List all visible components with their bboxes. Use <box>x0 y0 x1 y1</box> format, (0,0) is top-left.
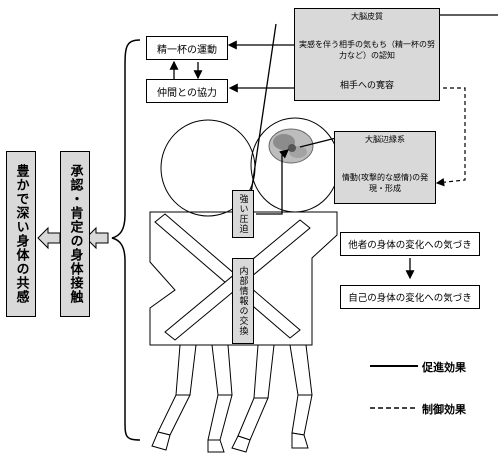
pressure-box: 強い圧迫 <box>232 190 254 238</box>
limbic-title: 大脳辺縁系 <box>365 135 405 144</box>
cortex-tolerance: 相手への寛容 <box>339 81 394 91</box>
exchange-box: 内部情報の交換 <box>232 258 254 344</box>
cortex-recognition: 実感を伴う相手の気もち（精一杯の努力など）の認知 <box>299 40 435 60</box>
self-awareness-box: 自己の身体の変化への気づき <box>340 285 480 309</box>
sympathy-panel: 豊かで深い身体の共感 <box>6 151 36 317</box>
left-brace <box>111 39 141 441</box>
exchange-label: 内部情報の交換 <box>237 266 248 336</box>
contact-panel: 承認・肯定の身体接触 <box>60 151 90 317</box>
cortex-box <box>294 8 440 101</box>
limbic-emotion: 情動(攻撃的な感情)の発現・形成 <box>341 173 429 193</box>
torso-outline <box>149 211 338 346</box>
others-awareness-box: 他者の身体の変化への気づき <box>340 232 480 256</box>
effort-label: 精一杯の運動 <box>157 44 217 56</box>
others-awareness-label: 他者の身体の変化への気づき <box>348 240 472 251</box>
hollow-arrow-1 <box>85 226 109 250</box>
limbic-box <box>334 131 436 204</box>
hollow-arrow-2 <box>37 226 61 250</box>
pressure-label: 強い圧迫 <box>237 194 248 234</box>
sympathy-label: 豊かで深い身体の共感 <box>13 164 29 304</box>
contact-label: 承認・肯定の身体接触 <box>67 164 83 304</box>
cooperation-label: 仲間との協力 <box>157 87 217 99</box>
legs <box>151 344 313 453</box>
cooperation-box: 仲間との協力 <box>146 79 228 103</box>
cortex-title: 大脳皮質 <box>351 12 383 21</box>
legend-promote-label: 促進効果 <box>422 361 466 374</box>
arm-left <box>154 213 301 339</box>
self-awareness-label: 自己の身体の変化への気づき <box>348 293 472 304</box>
legend-inhibit-label: 制御効果 <box>422 403 466 416</box>
effort-box: 精一杯の運動 <box>146 36 228 60</box>
